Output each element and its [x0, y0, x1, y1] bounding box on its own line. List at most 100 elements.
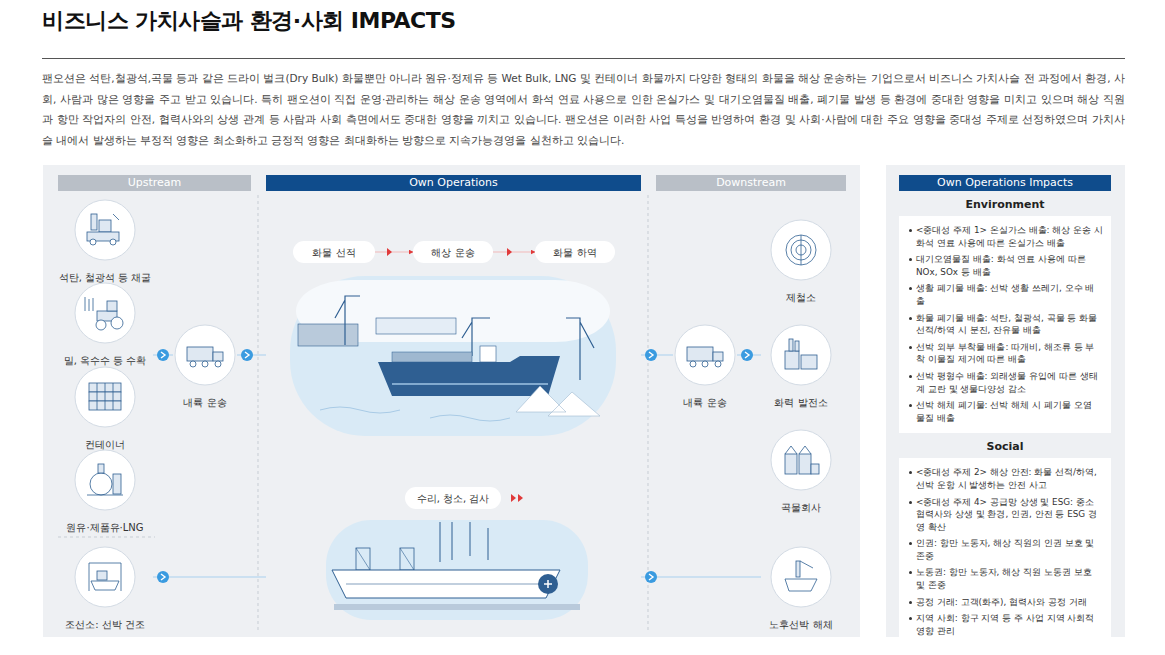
illustration-shape [332, 570, 560, 598]
illustration-shape [480, 346, 496, 362]
illustration-shape [785, 351, 799, 369]
flow-connector [493, 252, 535, 253]
activity-pill: 해상 운송 [413, 241, 493, 263]
illustration-shape [90, 239, 96, 245]
arrow-head [161, 352, 165, 358]
illustration-shape [107, 301, 117, 311]
arrow-head [649, 574, 653, 580]
illustration-shape [290, 276, 616, 436]
node-label: 곡물회사 [781, 501, 821, 515]
illustration-shape [290, 276, 616, 436]
impact-bullet: 선박 해체 폐기물: 선박 해체 시 폐기물 오염 물질 배출 [909, 399, 1103, 424]
connector-group [493, 248, 535, 256]
impact-heading: Environment [899, 198, 1111, 211]
illustration-shape [392, 352, 472, 362]
flow-connector [153, 355, 173, 356]
illustration-shape [675, 325, 735, 385]
illustration-shape [75, 367, 135, 427]
illustration-shape [75, 200, 135, 260]
arrow-head [745, 352, 749, 358]
illustration-shape [771, 220, 831, 280]
illustration-shape [811, 464, 819, 474]
illustration-shape [376, 318, 456, 334]
illustration-shape [98, 464, 104, 473]
illustration-shape [800, 561, 813, 568]
connector-group [237, 349, 266, 361]
illustration-shape [785, 579, 817, 591]
illustration-shape [648, 195, 649, 632]
illustration-shape [702, 361, 708, 367]
pill-label: 화물 하역 [553, 242, 596, 264]
impact-heading: Social [899, 440, 1111, 453]
illustration-shape [771, 430, 831, 490]
node-label: 화력 발전소 [774, 396, 827, 410]
connector-group [737, 349, 761, 361]
illustration-shape [789, 339, 793, 351]
stage-column: Downstream제철소내륙 운송화력 발전소곡물회사노후선박 해체 [656, 175, 846, 630]
impact-bullet: 노동권: 항만 노동자, 해상 직원 노동권 보호 및 존중 [909, 566, 1103, 591]
icon-node: 노후선박 해체 [761, 547, 841, 632]
illustration-shape [690, 361, 696, 367]
node-label: 노후선박 해체 [769, 618, 832, 632]
connector-group [641, 349, 673, 361]
illustration-shape [687, 347, 713, 361]
impact-box: Social<중대성 주제 2> 해상 안전: 화물 선적/하역, 선박 운항 … [899, 433, 1111, 646]
pill-label: 해상 운송 [431, 242, 474, 264]
arrow-head [161, 574, 165, 580]
connector-group [153, 571, 266, 583]
illustration-shape [538, 574, 558, 594]
illustration-shape [440, 522, 488, 562]
flow-connector [641, 355, 673, 356]
arrow-head [507, 248, 512, 256]
node-label: 내륙 운송 [683, 396, 726, 410]
illustration-shape [675, 325, 735, 385]
illustration-shape [771, 430, 831, 490]
icon-node: 곡물회사 [761, 430, 841, 515]
illustration-shape [202, 361, 208, 367]
illustration-shape [566, 318, 594, 380]
connector-group [153, 349, 173, 361]
illustration-shape [392, 383, 548, 385]
illustration-shape [110, 239, 116, 245]
illustration-shape [771, 325, 831, 385]
illustration-shape [75, 547, 135, 607]
icon-node: 원유·제품유·LNG [57, 450, 153, 535]
activity-pill: 화물 선적 [293, 241, 375, 263]
node-label: 조선소: 선박 건조 [65, 618, 145, 632]
illustration-shape [298, 324, 358, 346]
flow-connector [153, 577, 266, 578]
impact-bullet: 인권: 항만 노동자, 해상 직원의 인권 보호 및 존중 [909, 537, 1103, 562]
arrow-badge [645, 571, 657, 583]
arrow-head [387, 248, 392, 256]
illustration-shape [326, 520, 588, 620]
impact-bullet: 대기오염물질 배출: 화석 연료 사용에 따른 NOx, SOx 등 배출 [909, 253, 1103, 278]
header-bar: Own Operations Impacts [899, 175, 1111, 191]
illustration-shape [213, 352, 223, 361]
illustration-shape [113, 474, 121, 494]
arrow-badge [645, 349, 657, 361]
impacts-panel: Own Operations ImpactsEnvironment<중대성 주제… [899, 175, 1111, 630]
node-label: 원유·제품유·LNG [66, 521, 143, 535]
page-title: 비즈니스 가치사슬과 환경·사회 IMPACTS [42, 6, 456, 36]
illustration-shape [75, 283, 135, 343]
illustration-shape [113, 214, 119, 220]
icon-node: 조선소: 선박 건조 [57, 547, 153, 632]
illustration-shape [58, 537, 155, 538]
flow-connector [737, 355, 761, 356]
illustration-shape [786, 235, 816, 265]
illustration-shape [99, 220, 111, 232]
node-label: 내륙 운송 [183, 396, 226, 410]
illustration-shape [91, 581, 119, 590]
illustration-shape [97, 383, 113, 410]
flow-connector [641, 577, 761, 578]
illustration-shape [258, 195, 259, 632]
illustration-shape [771, 325, 831, 385]
impact-bullet: 선박 외부 부착물 배출: 따개비, 해조류 등 부착 이물질 제거에 따른 배… [909, 341, 1103, 366]
arrow-badge [157, 349, 169, 361]
arrow-head [649, 352, 653, 358]
illustration-shape [715, 361, 721, 367]
illustration-shape [91, 214, 97, 230]
node-label: 밀, 옥수수 등 수확 [64, 354, 147, 368]
illustration-shape [320, 407, 510, 421]
activity-pill: 수리, 청소, 검사 [405, 487, 501, 509]
